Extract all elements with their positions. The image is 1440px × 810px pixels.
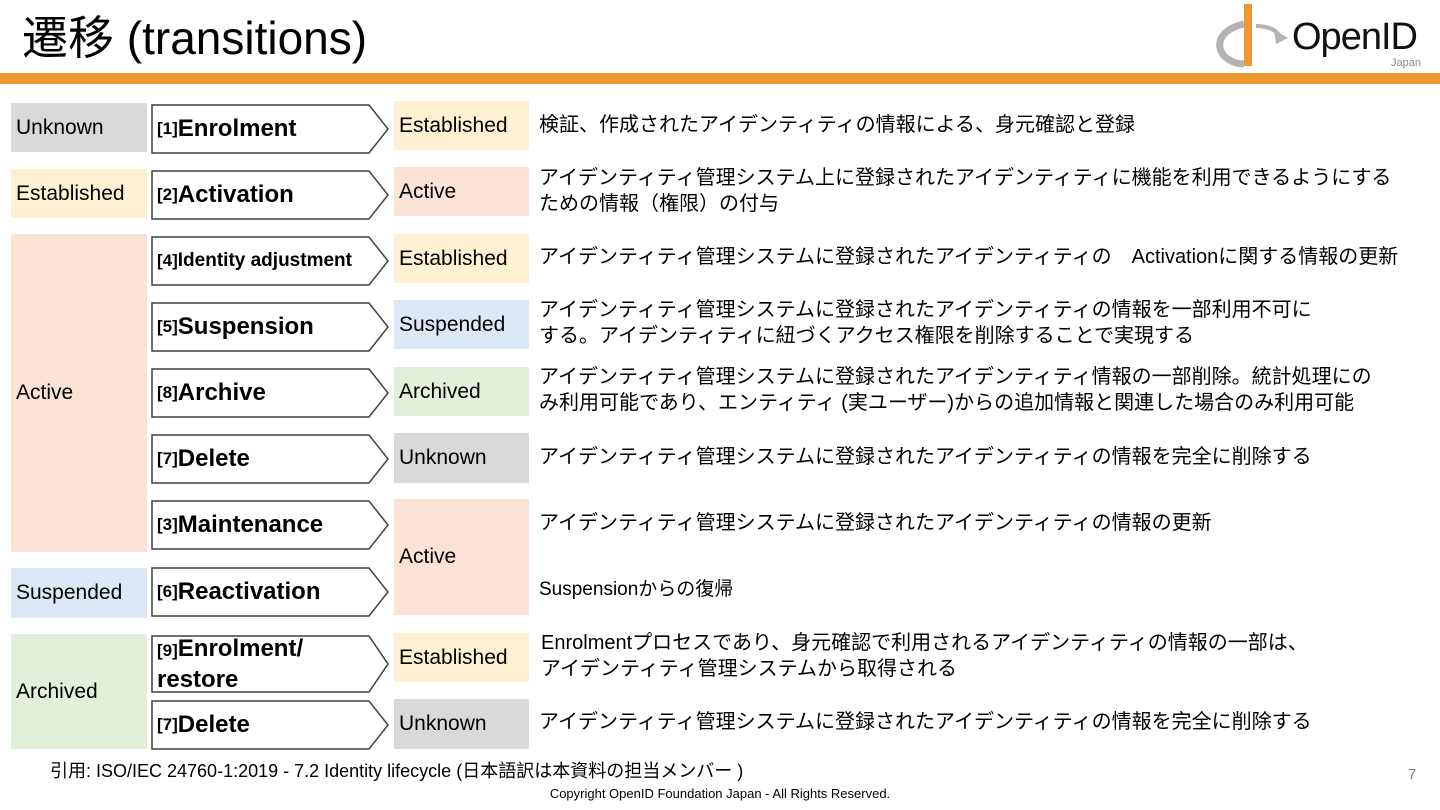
transition-identity-adjustment: [4]Identity adjustment	[151, 236, 391, 286]
transition-enrolment-restore: [9]Enrolment/ restore	[151, 635, 391, 693]
to-state-established: Established	[394, 101, 529, 150]
transition-number: [9]	[157, 641, 178, 660]
description-line: み利用可能であり、エンティティ (実ユーザー)からの追加情報と関連した場合のみ利…	[539, 392, 1355, 414]
citation: 引用: ISO/IEC 24760-1:2019 - 7.2 Identity …	[50, 761, 744, 781]
description-line: ための情報（権限）の付与	[539, 193, 779, 215]
description-activation: アイデンティティ管理システム上に登録されたアイデンティティに機能を利用できるよう…	[539, 165, 1391, 217]
description-delete: アイデンティティ管理システムに登録されたアイデンティティの情報を完全に削除する	[539, 444, 1312, 470]
openid-logo: OpenID Japan	[1210, 2, 1435, 72]
description-line: アイデンティティ管理システムに登録されたアイデンティティの Activation…	[539, 246, 1399, 268]
transition-name: Activation	[177, 181, 294, 208]
description-line: アイデンティティ管理システムから取得される	[541, 658, 957, 680]
transition-activation: [2]Activation	[151, 170, 391, 220]
transition-delete: [7]Delete	[151, 434, 391, 484]
from-state-active: Active	[11, 234, 147, 552]
description-line: 検証、作成されたアイデンティティの情報による、身元確認と登録	[539, 114, 1135, 136]
transition-reactivation: [6]Reactivation	[151, 567, 391, 617]
transition-maintenance: [3]Maintenance	[151, 500, 391, 550]
description-enrolment-restore: Enrolmentプロセスであり、身元確認で利用されるアイデンティティの情報の一…	[541, 630, 1308, 682]
from-state-suspended: Suspended	[11, 568, 147, 618]
transition-number: [7]	[157, 449, 178, 468]
transition-name: Reactivation	[177, 578, 321, 605]
transition-enrolment: [1]Enrolment	[151, 104, 391, 154]
transition-delete-archived: [7]Delete	[151, 700, 391, 750]
transition-number: [2]	[157, 185, 178, 204]
transition-name: Suspension	[177, 313, 314, 340]
to-state-unknown: Unknown	[394, 433, 529, 483]
description-line: アイデンティティ管理システムに登録されたアイデンティティの情報を完全に削除する	[539, 446, 1312, 468]
transition-number: [8]	[157, 383, 178, 402]
from-state-archived: Archived	[11, 634, 147, 749]
transition-number: [6]	[157, 582, 178, 601]
description-line: する。アイデンティティに紐づくアクセス権限を削除することで実現する	[539, 325, 1194, 347]
transition-number: [1]	[157, 119, 178, 138]
from-state-unknown: Unknown	[11, 103, 147, 152]
description-line: Enrolmentプロセスであり、身元確認で利用されるアイデンティティの情報の一…	[541, 632, 1308, 654]
to-state-established: Established	[394, 633, 529, 682]
description-delete-archived: アイデンティティ管理システムに登録されたアイデンティティの情報を完全に削除する	[539, 709, 1312, 735]
description-line: Suspensionからの復帰	[539, 579, 734, 600]
to-state-active: Active	[394, 499, 529, 615]
transition-name: Delete	[177, 445, 250, 472]
from-state-established: Established	[11, 169, 147, 218]
transition-name: Enrolment/	[177, 635, 304, 662]
to-state-archived: Archived	[394, 367, 529, 416]
to-state-unknown: Unknown	[394, 699, 529, 749]
to-state-active: Active	[394, 167, 529, 216]
description-archive: アイデンティティ管理システムに登録されたアイデンティティ情報の一部削除。統計処理…	[539, 364, 1372, 416]
openid-logo-icon	[1216, 4, 1288, 68]
transition-number: [3]	[157, 515, 178, 534]
logo-text: OpenID	[1292, 16, 1418, 58]
to-state-suspended: Suspended	[394, 300, 529, 349]
transition-name: Enrolment	[177, 115, 297, 142]
description-line: アイデンティティ管理システム上に登録されたアイデンティティに機能を利用できるよう…	[539, 167, 1392, 189]
transition-name: Identity adjustment	[177, 250, 352, 271]
transition-name: Archive	[177, 379, 266, 406]
description-line: アイデンティティ管理システムに登録されたアイデンティティの情報を完全に削除する	[539, 711, 1312, 733]
description-reactivation: Suspensionからの復帰	[539, 577, 733, 603]
transition-name-line2: restore	[157, 666, 239, 693]
description-enrolment: 検証、作成されたアイデンティティの情報による、身元確認と登録	[539, 112, 1135, 138]
transition-archive: [8]Archive	[151, 368, 391, 418]
description-maintenance: アイデンティティ管理システムに登録されたアイデンティティの情報の更新	[539, 510, 1212, 536]
transition-name: Maintenance	[177, 511, 324, 538]
description-identity-adjustment: アイデンティティ管理システムに登録されたアイデンティティの Activation…	[539, 244, 1398, 270]
transition-suspension: [5]Suspension	[151, 302, 391, 352]
transition-number: [7]	[157, 715, 178, 734]
logo-subtext: Japan	[1391, 57, 1421, 69]
description-line: アイデンティティ管理システムに登録されたアイデンティティの情報の更新	[539, 512, 1212, 534]
page-number: 7	[1408, 766, 1417, 783]
transition-number: [5]	[157, 317, 178, 336]
description-line: アイデンティティ管理システムに登録されたアイデンティティ情報の一部削除。統計処理…	[539, 366, 1372, 388]
copyright: Copyright OpenID Foundation Japan - All …	[549, 786, 891, 801]
transition-number: [4]	[157, 251, 178, 270]
description-line: アイデンティティ管理システムに登録されたアイデンティティの情報を一部利用不可に	[539, 299, 1312, 321]
description-suspension: アイデンティティ管理システムに登録されたアイデンティティの情報を一部利用不可に …	[539, 297, 1312, 349]
to-state-established: Established	[394, 234, 529, 283]
header-divider	[0, 73, 1440, 84]
transition-name: Delete	[177, 711, 250, 738]
page-title: 遷移 (transitions)	[22, 12, 368, 64]
